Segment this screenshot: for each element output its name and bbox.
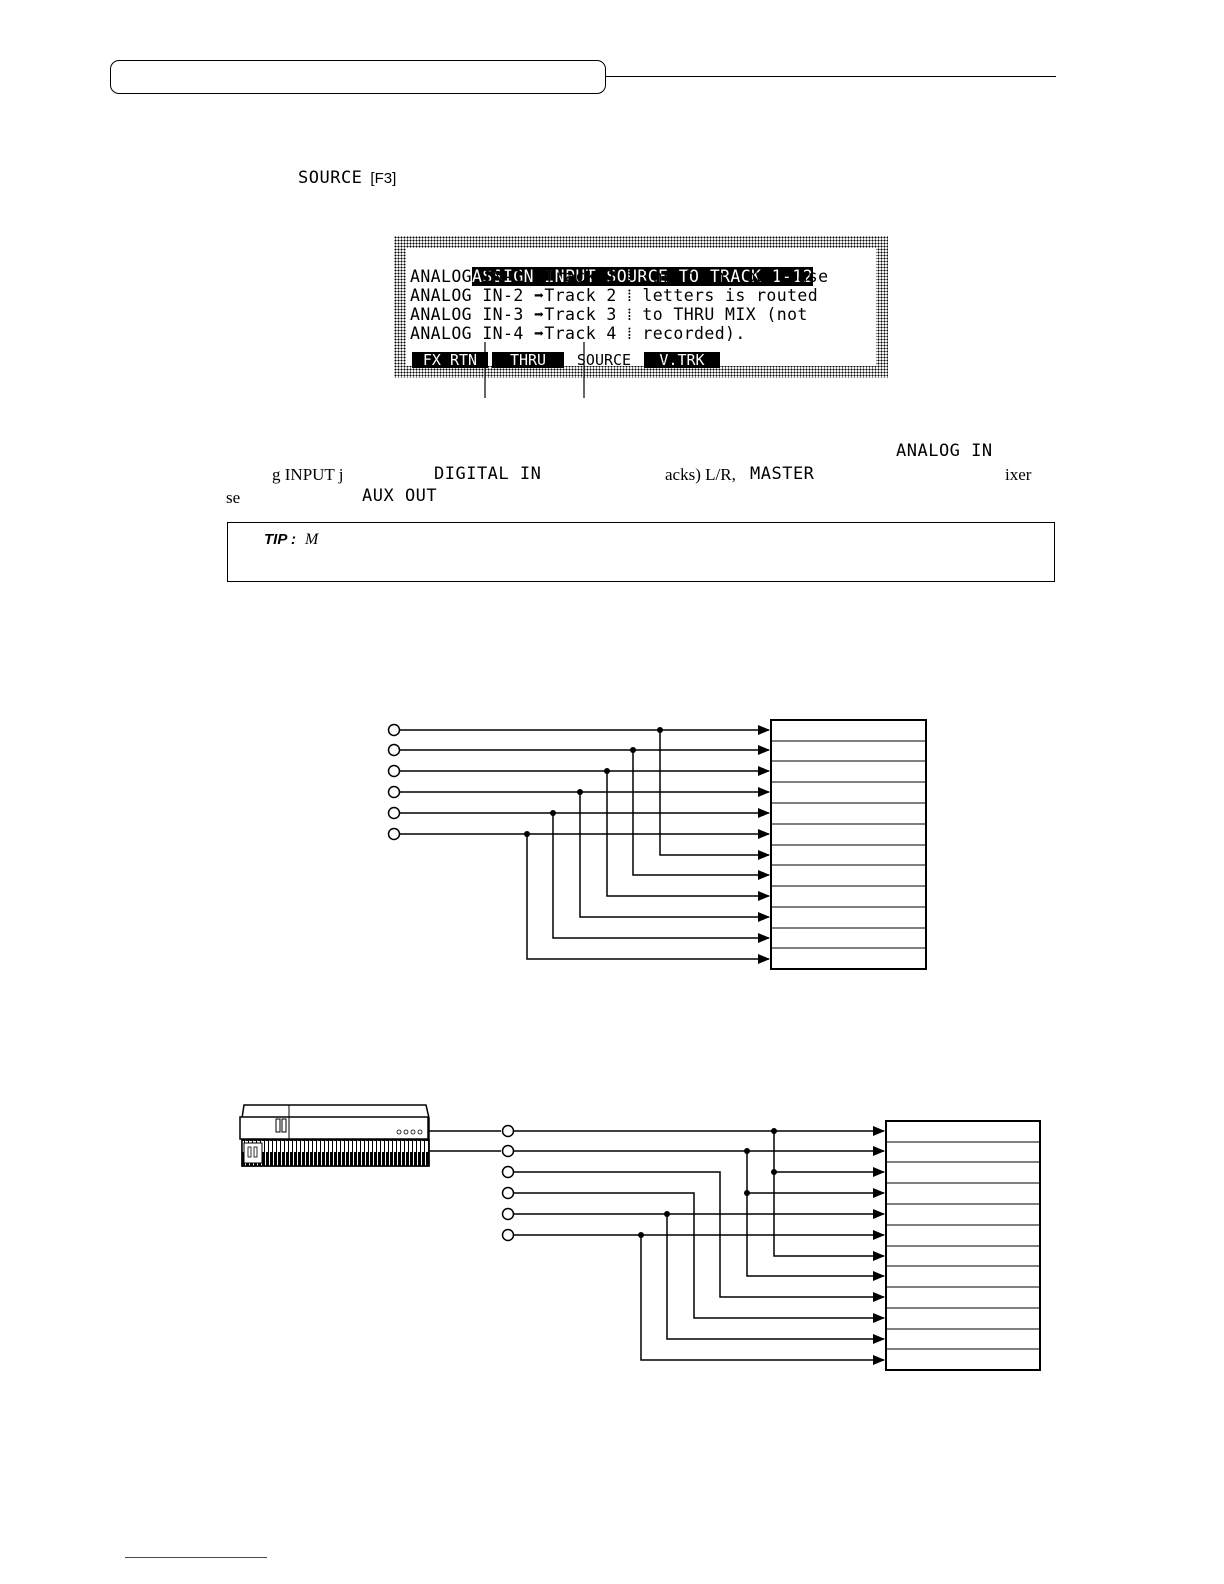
lcd-note: recorded). — [642, 324, 746, 343]
tab-thru[interactable]: THRU — [492, 352, 564, 368]
tab-fx-rtn[interactable]: FX RTN — [412, 352, 488, 368]
routing-diagram-upper — [387, 719, 927, 970]
lcd-row[interactable]: ANALOG IN-3 ➡Track 3 ⁞ to THRU MIX (not — [410, 305, 808, 324]
master-term: MASTER — [750, 464, 815, 484]
digital-in-term: DIGITAL IN — [434, 464, 542, 484]
lcd-row[interactable]: ANALOG IN-1 ➡Track 1 ⁞ Input in lowercas… — [410, 267, 828, 286]
lcd-track: Track 3 — [544, 305, 617, 324]
analog-in-term: ANALOG IN — [896, 441, 993, 461]
lcd-row[interactable]: ANALOG IN-2 ➡Track 2 ⁞ letters is routed — [410, 286, 818, 305]
lcd-display: ASSIGN INPUT SOURCE TO TRACK 1-12 ANALOG… — [406, 248, 876, 369]
lcd-source: ANALOG IN-3 — [410, 305, 524, 324]
divider-icon: ⁞ — [627, 267, 633, 286]
step-line: SOURCE [F3] — [298, 168, 396, 188]
paragraph-fragment: g INPUT j — [272, 465, 344, 484]
paragraph-fragment: se — [226, 488, 241, 507]
routing-diagram-lower — [239, 1104, 1041, 1371]
header-rule — [606, 76, 1056, 77]
source-key-label: SOURCE — [298, 168, 363, 188]
divider-icon: ⁞ — [627, 286, 633, 305]
divider-icon: ⁞ — [627, 305, 633, 324]
lcd-note: to THRU MIX (not — [642, 305, 808, 324]
aux-out-term: AUX OUT — [362, 486, 438, 506]
lcd-header: ASSIGN INPUT SOURCE TO TRACK 1-12 — [472, 267, 814, 286]
tab-v-trk[interactable]: V.TRK — [644, 352, 720, 368]
tip-label: TIP : — [264, 531, 296, 548]
tip-box: TIP : M — [227, 522, 1055, 582]
lcd-note: letters is routed — [642, 286, 819, 305]
lcd-screen: ASSIGN INPUT SOURCE TO TRACK 1-12 ANALOG… — [394, 236, 888, 378]
keyboard-icon — [239, 1104, 430, 1167]
tip-text: M — [305, 531, 319, 548]
f3-key-label: [F3] — [370, 170, 397, 187]
arrow-right-icon: ➡ — [534, 267, 545, 286]
lcd-track: Track 1 — [544, 267, 617, 286]
arrow-right-icon: ➡ — [534, 305, 545, 324]
arrow-right-icon: ➡ — [534, 286, 545, 305]
paragraph-fragment: acks) L/R, — [665, 465, 736, 484]
lcd-source: ANALOG IN-1 — [410, 267, 524, 286]
section-header-box — [110, 60, 606, 94]
divider-icon: ⁞ — [627, 324, 633, 343]
lcd-source: ANALOG IN-4 — [410, 324, 524, 343]
lcd-note: Input in lowercase — [642, 267, 829, 286]
tab-source[interactable]: SOURCE — [576, 351, 632, 369]
lcd-callout-lines — [484, 342, 585, 398]
paragraph-fragment: ixer — [1005, 465, 1032, 484]
arrow-right-icon: ➡ — [534, 324, 545, 343]
lcd-track: Track 4 — [544, 324, 617, 343]
lcd-source: ANALOG IN-2 — [410, 286, 524, 305]
lcd-track: Track 2 — [544, 286, 617, 305]
lcd-row[interactable]: ANALOG IN-4 ➡Track 4 ⁞ recorded). — [410, 324, 746, 343]
footer-rule — [125, 1557, 267, 1558]
